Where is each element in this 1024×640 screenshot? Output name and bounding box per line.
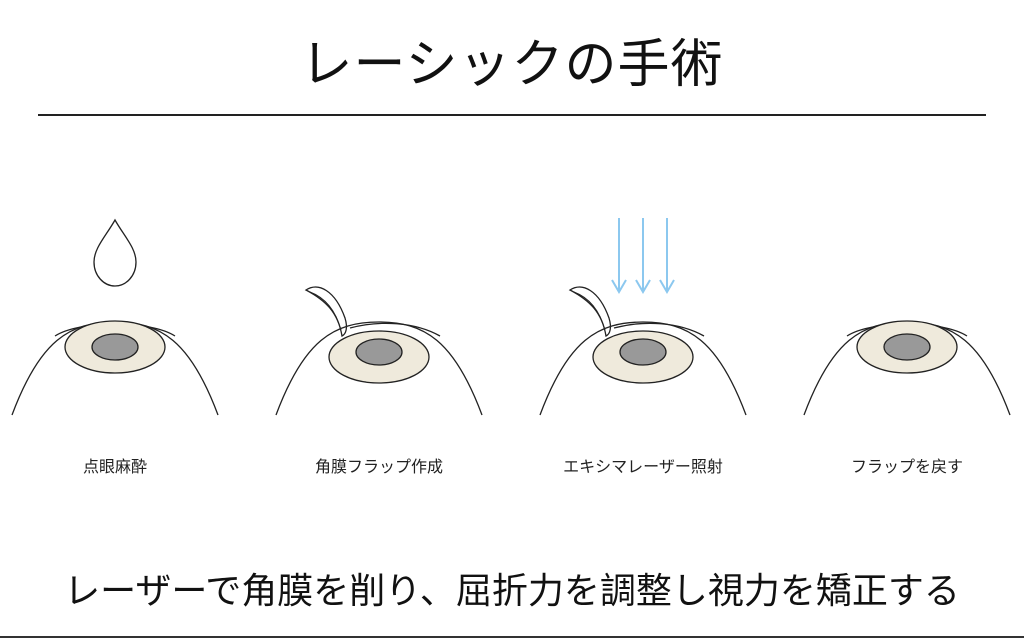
cornea-line bbox=[613, 322, 705, 337]
laser-arrows bbox=[611, 218, 675, 294]
pupil bbox=[355, 338, 403, 366]
cornea-line bbox=[349, 322, 441, 337]
laser-arrowhead bbox=[635, 279, 651, 294]
flap-inner-line bbox=[309, 291, 342, 331]
eyeball-outline bbox=[275, 321, 483, 416]
pupil bbox=[619, 338, 667, 366]
step-1-anesthesia bbox=[11, 218, 219, 416]
step-3-laser bbox=[539, 218, 747, 416]
flap-inner-line bbox=[573, 291, 606, 331]
page-title: レーシックの手術 bbox=[300, 35, 724, 95]
step-4-flap-returned bbox=[803, 320, 1011, 416]
step-2-caption: 角膜フラップ作成 bbox=[314, 457, 443, 476]
step-3-caption: エキシマレーザー照射 bbox=[563, 457, 723, 476]
step-4-caption: フラップを戻す bbox=[850, 457, 963, 476]
laser-arrowhead bbox=[659, 279, 675, 294]
pupil bbox=[91, 333, 139, 361]
pupil bbox=[883, 333, 931, 361]
laser-arrowhead bbox=[611, 279, 627, 294]
eye-drop-icon bbox=[93, 218, 137, 287]
step-2-flap-creation bbox=[275, 286, 483, 416]
title-divider bbox=[38, 114, 986, 116]
eyeball-outline bbox=[539, 321, 747, 416]
step-1-caption: 点眼麻酔 bbox=[82, 457, 147, 476]
summary-text: レーザーで角膜を削り、屈折力を調整し視力を矯正する bbox=[64, 571, 960, 612]
bottom-border bbox=[0, 636, 1024, 638]
